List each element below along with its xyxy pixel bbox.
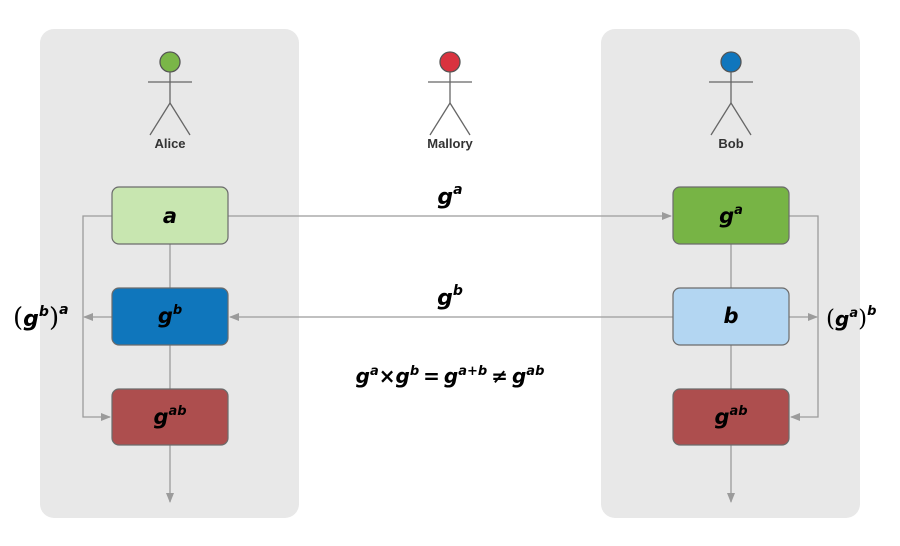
bob-label: Bob xyxy=(718,136,743,151)
alice-label: Alice xyxy=(154,136,185,151)
bob-actor-icon xyxy=(709,51,753,136)
bob-loop-arrow xyxy=(789,215,819,421)
svg-text:gb: gb xyxy=(158,303,182,328)
bob-shared-secret-box: gab xyxy=(672,388,790,446)
key-equation: ga×gb=ga+b≠gab xyxy=(356,364,545,388)
alice-received-box: gb xyxy=(111,287,229,346)
bob-public-box: ga xyxy=(672,186,790,245)
alice-shared-secret-box: gab xyxy=(111,388,229,446)
message-label-to-alice: gb xyxy=(437,283,463,311)
alice-secret-box: a xyxy=(111,186,229,245)
svg-text:a: a xyxy=(163,204,177,228)
alice-actor-icon xyxy=(148,51,192,136)
mallory-actor-icon xyxy=(428,51,472,136)
alice-compute-label: (gb)a xyxy=(13,302,69,333)
bob-compute-label: (ga)b xyxy=(826,304,876,332)
message-label-to-bob: ga xyxy=(437,182,462,210)
svg-text:gab: gab xyxy=(714,404,747,429)
svg-text:ga: ga xyxy=(719,203,743,228)
svg-text:b: b xyxy=(723,304,738,328)
bob-secret-box: b xyxy=(672,287,790,346)
svg-text:gab: gab xyxy=(153,404,186,429)
mallory-label: Mallory xyxy=(427,136,473,151)
